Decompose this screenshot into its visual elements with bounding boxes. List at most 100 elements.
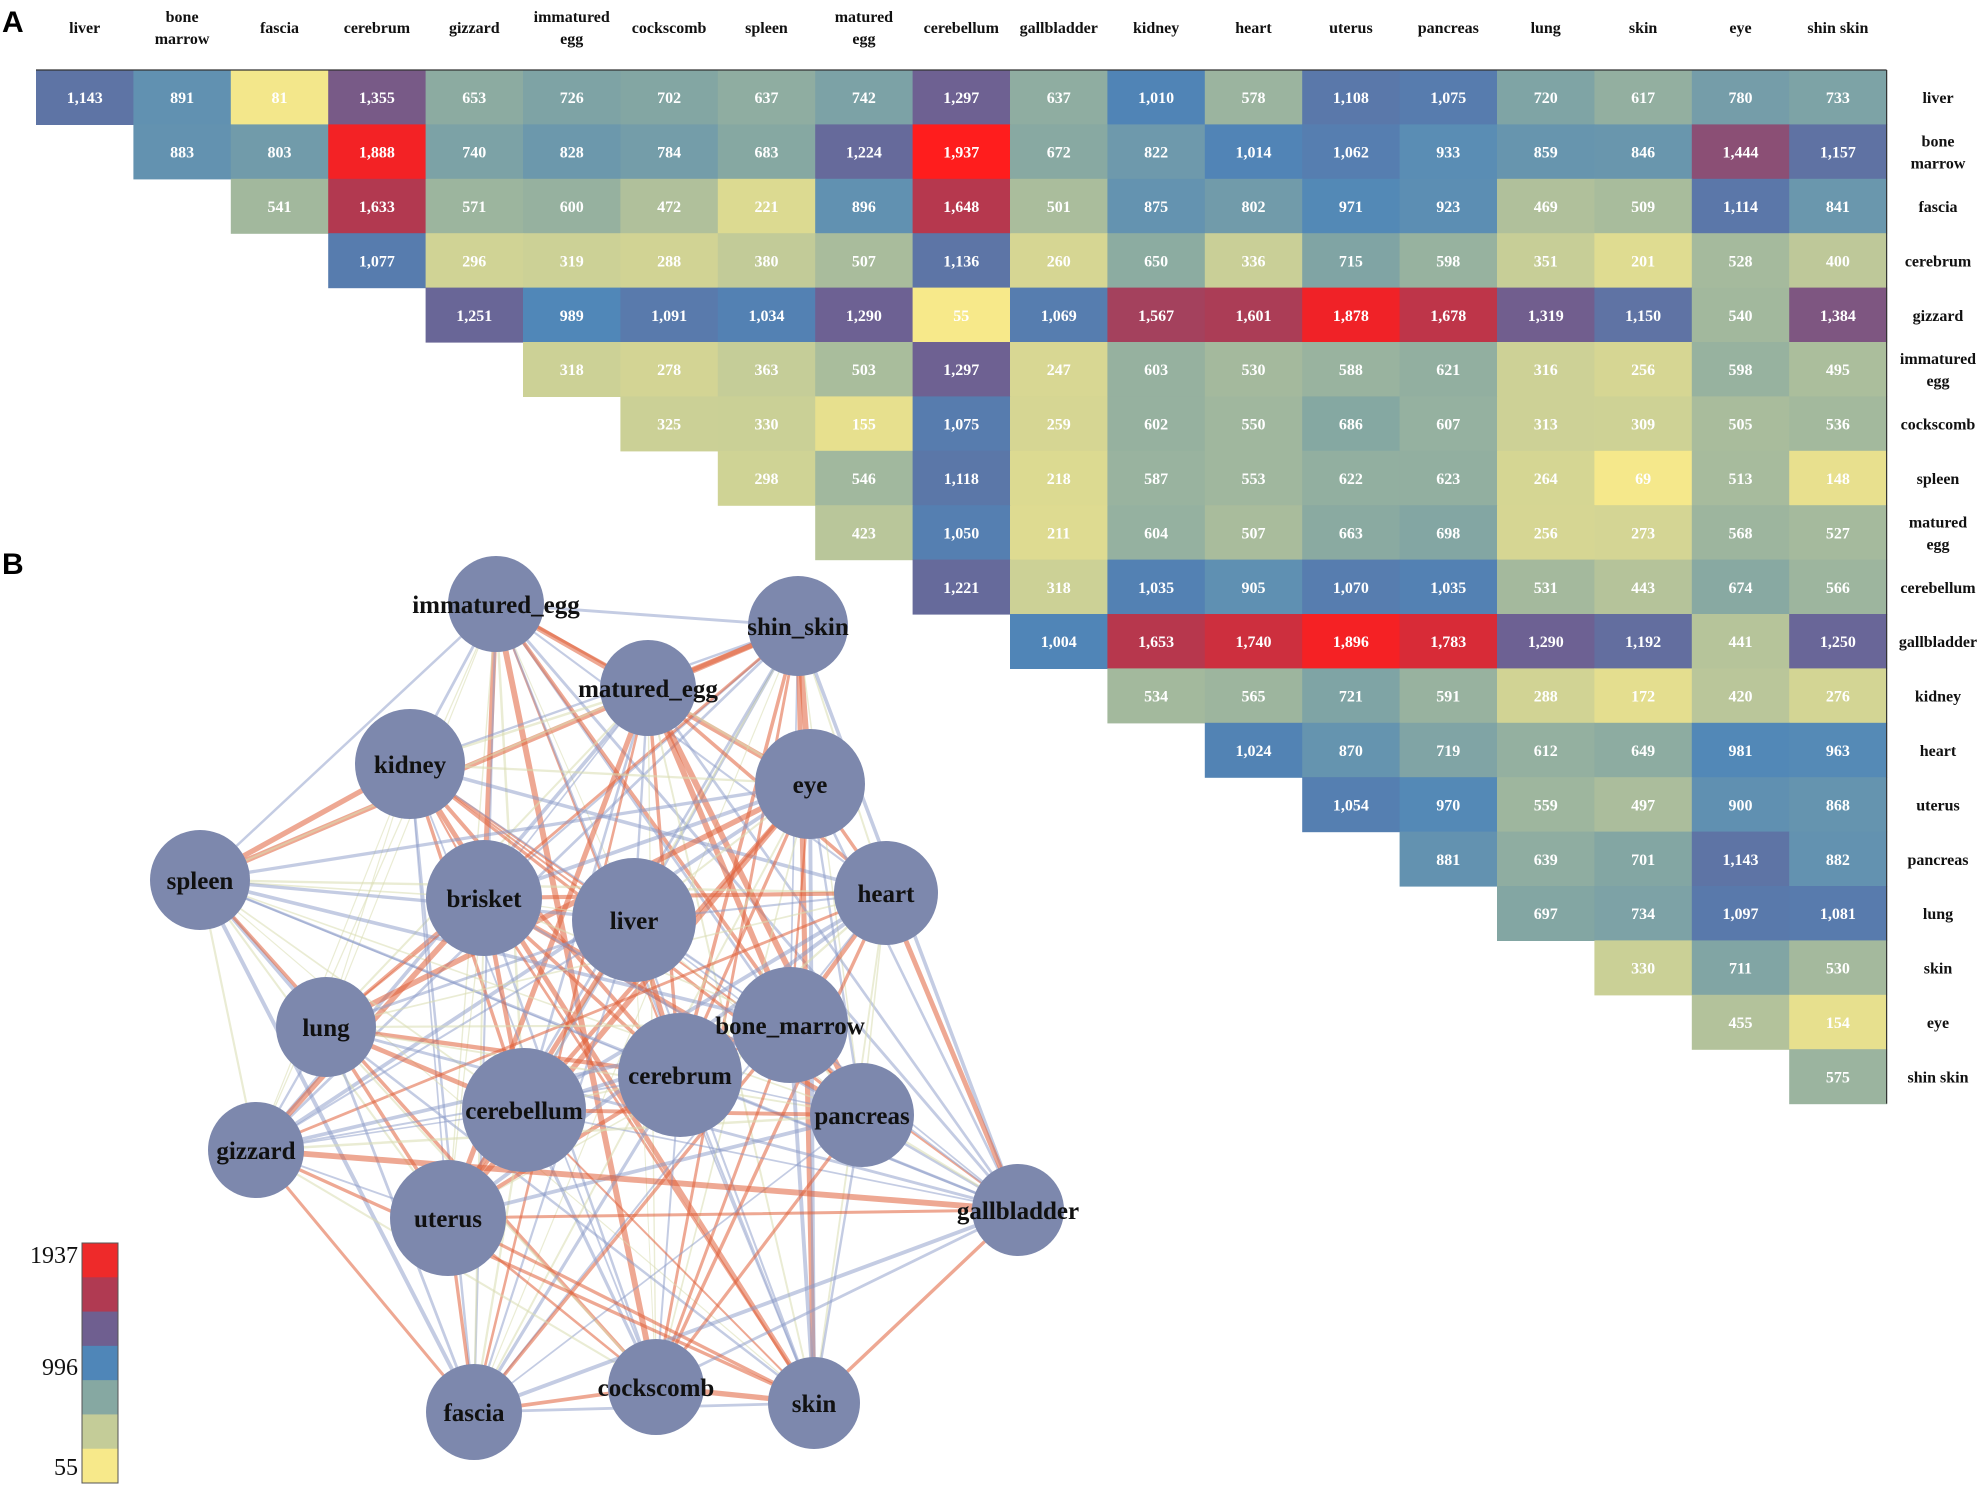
heatmap-cell — [1691, 994, 1790, 1050]
edge-spleen-heart — [198, 878, 888, 895]
heatmap-cell — [1302, 287, 1401, 343]
heatmap-cell — [1497, 124, 1595, 180]
cell-value: 612 — [1534, 743, 1558, 760]
heatmap-cell — [1302, 722, 1401, 778]
heatmap-cell — [1399, 70, 1498, 125]
node-bone-marrow — [732, 967, 848, 1083]
network-graph: immatured_eggshin_skinmatured_eggkidneye… — [150, 556, 1079, 1460]
colorbar-band — [82, 1311, 118, 1347]
cell-value: 1,567 — [1138, 308, 1174, 325]
heatmap-cell — [1497, 70, 1595, 125]
cell-value: 530 — [1826, 961, 1850, 978]
colorbar-band — [82, 1345, 118, 1381]
cell-value: 868 — [1826, 797, 1850, 814]
cell-value: 81 — [272, 90, 288, 107]
heatmap-cell — [1204, 342, 1303, 397]
heatmap-cell — [1302, 124, 1401, 180]
heatmap-cell — [717, 287, 816, 343]
cell-value: 154 — [1826, 1015, 1850, 1032]
panel-label-b: B — [2, 548, 24, 581]
cell-value: 719 — [1436, 743, 1460, 760]
edge-eye-gizzard — [254, 782, 812, 1152]
heatmap-cell — [1789, 287, 1888, 343]
heatmap-cell — [1497, 777, 1595, 833]
node-layer: immatured_eggshin_skinmatured_eggkidneye… — [150, 556, 1079, 1460]
row-label-gallbladder: gallbladder — [1899, 634, 1977, 651]
heatmap-cell — [1107, 668, 1206, 724]
heatmap-cell — [1204, 450, 1303, 506]
cell-value: 1,319 — [1528, 308, 1564, 325]
heatmap-cell — [1204, 70, 1303, 125]
heatmap-cell — [1399, 287, 1498, 343]
node-cockscomb — [608, 1339, 704, 1435]
column-header-heart: heart — [1235, 20, 1272, 37]
column-header-cerebrum: cerebrum — [344, 20, 411, 37]
cell-value: 784 — [657, 145, 681, 162]
cell-value: 701 — [1631, 852, 1655, 869]
colorbar-frame — [81, 1242, 119, 1484]
cell-value: 455 — [1729, 1015, 1753, 1032]
cell-value: 963 — [1826, 743, 1850, 760]
heatmap-cell — [1107, 233, 1206, 289]
cell-value: 571 — [462, 199, 486, 216]
cell-value: 1,050 — [943, 525, 979, 542]
heatmap-cell — [1497, 287, 1595, 343]
heatmap-cell — [1497, 505, 1595, 561]
heatmap-cell — [1594, 178, 1693, 234]
heatmap-cell — [523, 70, 621, 125]
cell-value: 531 — [1534, 580, 1558, 597]
heatmap-cell — [1497, 614, 1595, 669]
cell-value: 575 — [1826, 1069, 1850, 1086]
heatmap-cell — [425, 124, 524, 180]
column-header-cerebellum: cerebellum — [924, 20, 1000, 37]
cell-value: 697 — [1534, 906, 1558, 923]
cell-value: 566 — [1826, 580, 1850, 597]
cell-value: 1,290 — [1528, 634, 1564, 651]
cell-value: 780 — [1729, 90, 1753, 107]
heatmap-cell — [1010, 233, 1108, 289]
heatmap-cell — [620, 287, 719, 343]
cell-value: 513 — [1729, 471, 1753, 488]
column-header-lung: lung — [1531, 20, 1561, 37]
row-label-cockscomb: cockscomb — [1901, 417, 1976, 434]
edge-matured-egg-bone-marrow — [645, 685, 793, 1028]
cell-value: 318 — [560, 362, 584, 379]
node-label-liver: liver — [610, 908, 659, 935]
heatmap-cell — [1010, 178, 1108, 234]
cell-value: 802 — [1242, 199, 1266, 216]
cell-value: 1,097 — [1723, 906, 1759, 923]
node-spleen — [150, 830, 250, 930]
cell-value: 1,297 — [943, 90, 979, 107]
heatmap-cell — [717, 70, 816, 125]
cell-value: 846 — [1631, 145, 1655, 162]
cell-value: 534 — [1144, 689, 1168, 706]
cell-value: 653 — [462, 90, 486, 107]
cell-value: 734 — [1631, 906, 1655, 923]
cell-value: 1,108 — [1333, 90, 1369, 107]
edge-liver-fascia — [472, 918, 636, 1414]
heatmap-cell — [1107, 614, 1206, 669]
heatmap-cell — [1691, 886, 1790, 941]
heatmap-cell — [230, 124, 329, 180]
cell-value: 588 — [1339, 362, 1363, 379]
colorbar-tick-label: 1937 — [30, 1243, 78, 1269]
heatmap-cell — [1594, 342, 1693, 397]
cell-value: 971 — [1339, 199, 1363, 216]
heatmap-cell — [912, 178, 1011, 234]
node-label-gallbladder: gallbladder — [957, 1198, 1079, 1225]
heatmap-cell — [1789, 559, 1888, 615]
cell-value: 598 — [1729, 362, 1753, 379]
column-header-spleen: spleen — [745, 20, 788, 37]
heatmap-cell — [717, 178, 816, 234]
heatmap-cell — [1789, 940, 1888, 996]
cell-value: 507 — [1242, 525, 1266, 542]
heatmap-cell — [1302, 505, 1401, 561]
heatmap-cell — [1107, 396, 1206, 452]
edge-liver-gizzard — [254, 918, 636, 1152]
cell-value: 259 — [1047, 417, 1071, 434]
edge-shin-skin-fascia — [473, 625, 799, 1413]
cell-value: 501 — [1047, 199, 1071, 216]
edge-kidney-gallbladder — [409, 763, 1019, 1211]
cell-value: 469 — [1534, 199, 1558, 216]
heatmap-cell — [328, 124, 427, 180]
